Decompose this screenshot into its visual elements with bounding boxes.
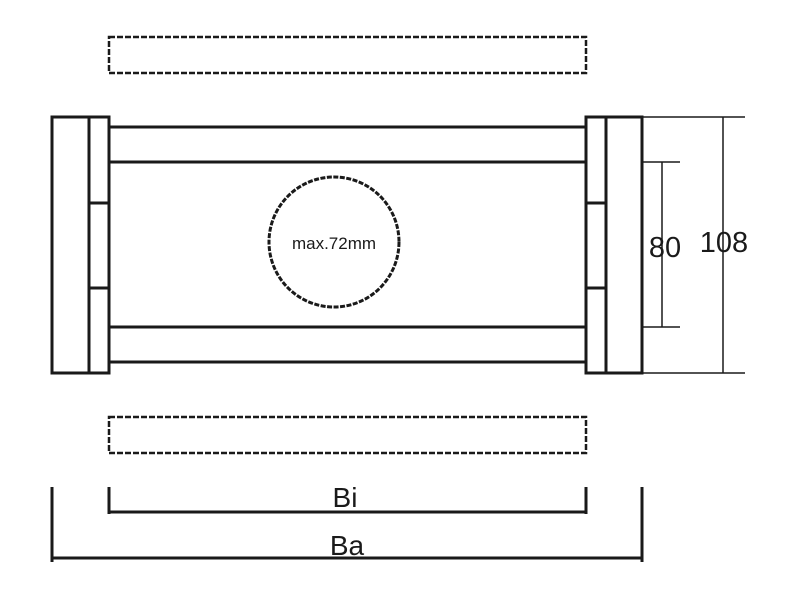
cable-circle xyxy=(267,175,401,309)
dimension-108 xyxy=(642,116,745,374)
top-dashed-cover-plate xyxy=(107,35,588,75)
dimension-80-label: 80 xyxy=(649,232,681,264)
bi-bracket xyxy=(107,487,588,514)
circle-max-diameter-label: max.72mm xyxy=(292,234,376,253)
right-end-block xyxy=(584,115,644,375)
bi-label: Bi xyxy=(333,482,358,513)
dimension-108-label: 108 xyxy=(700,227,748,259)
ba-bracket xyxy=(50,487,644,562)
dimension-80 xyxy=(642,161,680,328)
ba-label: Ba xyxy=(330,530,365,561)
horizontal-rails xyxy=(109,125,586,364)
left-end-block xyxy=(50,115,111,375)
bottom-dashed-cover-plate xyxy=(107,415,588,455)
